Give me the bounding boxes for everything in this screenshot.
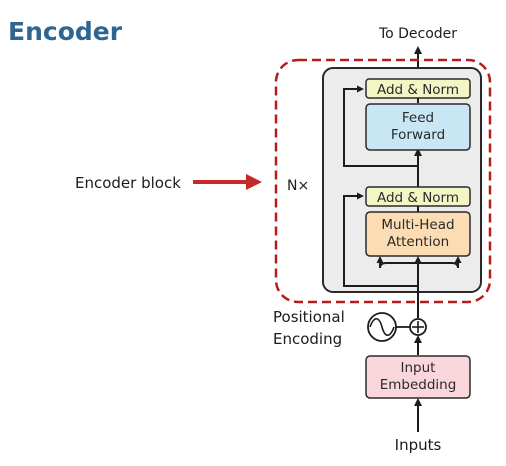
embedding-label-line1: Input xyxy=(401,360,436,376)
residual-connection-top xyxy=(343,85,419,174)
encoder-block-label: Encoder block xyxy=(75,174,181,192)
attention-label-line2: Attention xyxy=(387,234,449,250)
add-norm-top-label: Add & Norm xyxy=(377,82,459,98)
embedding-label-line2: Embedding xyxy=(380,377,457,393)
encoder-block-pointer-head xyxy=(246,174,262,190)
multi-head-attention-box xyxy=(365,211,471,257)
encoder-block-outline xyxy=(274,58,492,304)
nx-label: N× xyxy=(287,178,309,194)
feed-forward-label-line1: Feed xyxy=(402,110,434,126)
feed-forward-box xyxy=(365,103,471,151)
add-norm-bottom-label: Add & Norm xyxy=(377,190,459,206)
add-norm-bottom-box xyxy=(365,186,471,207)
add-norm-top-box xyxy=(365,78,471,99)
inputs-label: Inputs xyxy=(395,436,442,454)
positional-label-line2: Encoding xyxy=(273,330,342,348)
positional-label-line1: Positional xyxy=(273,308,345,326)
sine-wave-icon xyxy=(369,317,395,337)
attention-label-line1: Multi-Head xyxy=(381,217,454,233)
to-decoder-label: To Decoder xyxy=(378,26,457,42)
feed-forward-label-line2: Forward xyxy=(391,127,445,143)
page-title: Encoder xyxy=(8,17,123,46)
